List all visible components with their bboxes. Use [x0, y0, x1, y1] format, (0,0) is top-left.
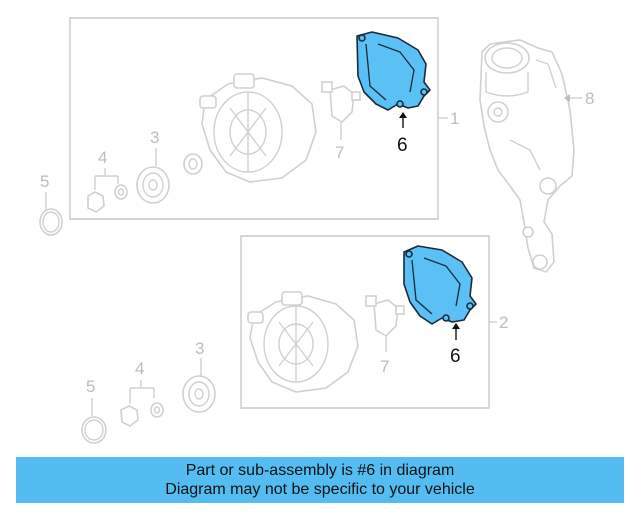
- alternator-lower: [247, 291, 359, 393]
- assembly-1-frame: [69, 17, 439, 220]
- cap-upper: [39, 208, 63, 236]
- callout-7-upper: 7: [335, 143, 344, 162]
- callout-4-upper: 4: [98, 148, 107, 167]
- pulley-lower: [182, 358, 216, 413]
- banner-line-1: Part or sub-assembly is #6 in diagram: [185, 462, 455, 479]
- callout-6-upper: 6: [397, 135, 408, 156]
- callout-6-lower: 6: [450, 346, 461, 367]
- banner-line-2: Diagram may not be specific to your vehi…: [165, 481, 475, 498]
- cap-lower: [81, 416, 107, 444]
- alternator-upper: [199, 73, 317, 183]
- callout-4-lower: 4: [135, 359, 144, 378]
- washer-upper: [183, 153, 203, 175]
- pulley-upper: [136, 148, 170, 204]
- callout-8: 8: [585, 89, 594, 108]
- nut-upper: [87, 184, 128, 213]
- callout-3-lower: 3: [195, 339, 204, 358]
- regulator-lower: [365, 295, 405, 352]
- callout-5-upper: 5: [40, 172, 49, 191]
- callout-5-lower: 5: [86, 377, 95, 396]
- parts-diagram: 1 2 7 3 4 5: [39, 17, 594, 444]
- assembly-2-frame: [240, 235, 490, 409]
- nut-lower: [120, 402, 164, 427]
- callout-7-lower: 7: [380, 357, 389, 376]
- callout-1: 1: [450, 109, 459, 128]
- info-banner: Part or sub-assembly is #6 in diagram Di…: [16, 457, 624, 503]
- callout-2: 2: [499, 313, 508, 332]
- rear-cover-upper-highlight[interactable]: [356, 31, 431, 111]
- mounting-bracket: [479, 39, 575, 273]
- callout-3-upper: 3: [150, 128, 159, 147]
- regulator-upper: [321, 81, 361, 140]
- rear-cover-lower-highlight[interactable]: [403, 245, 477, 325]
